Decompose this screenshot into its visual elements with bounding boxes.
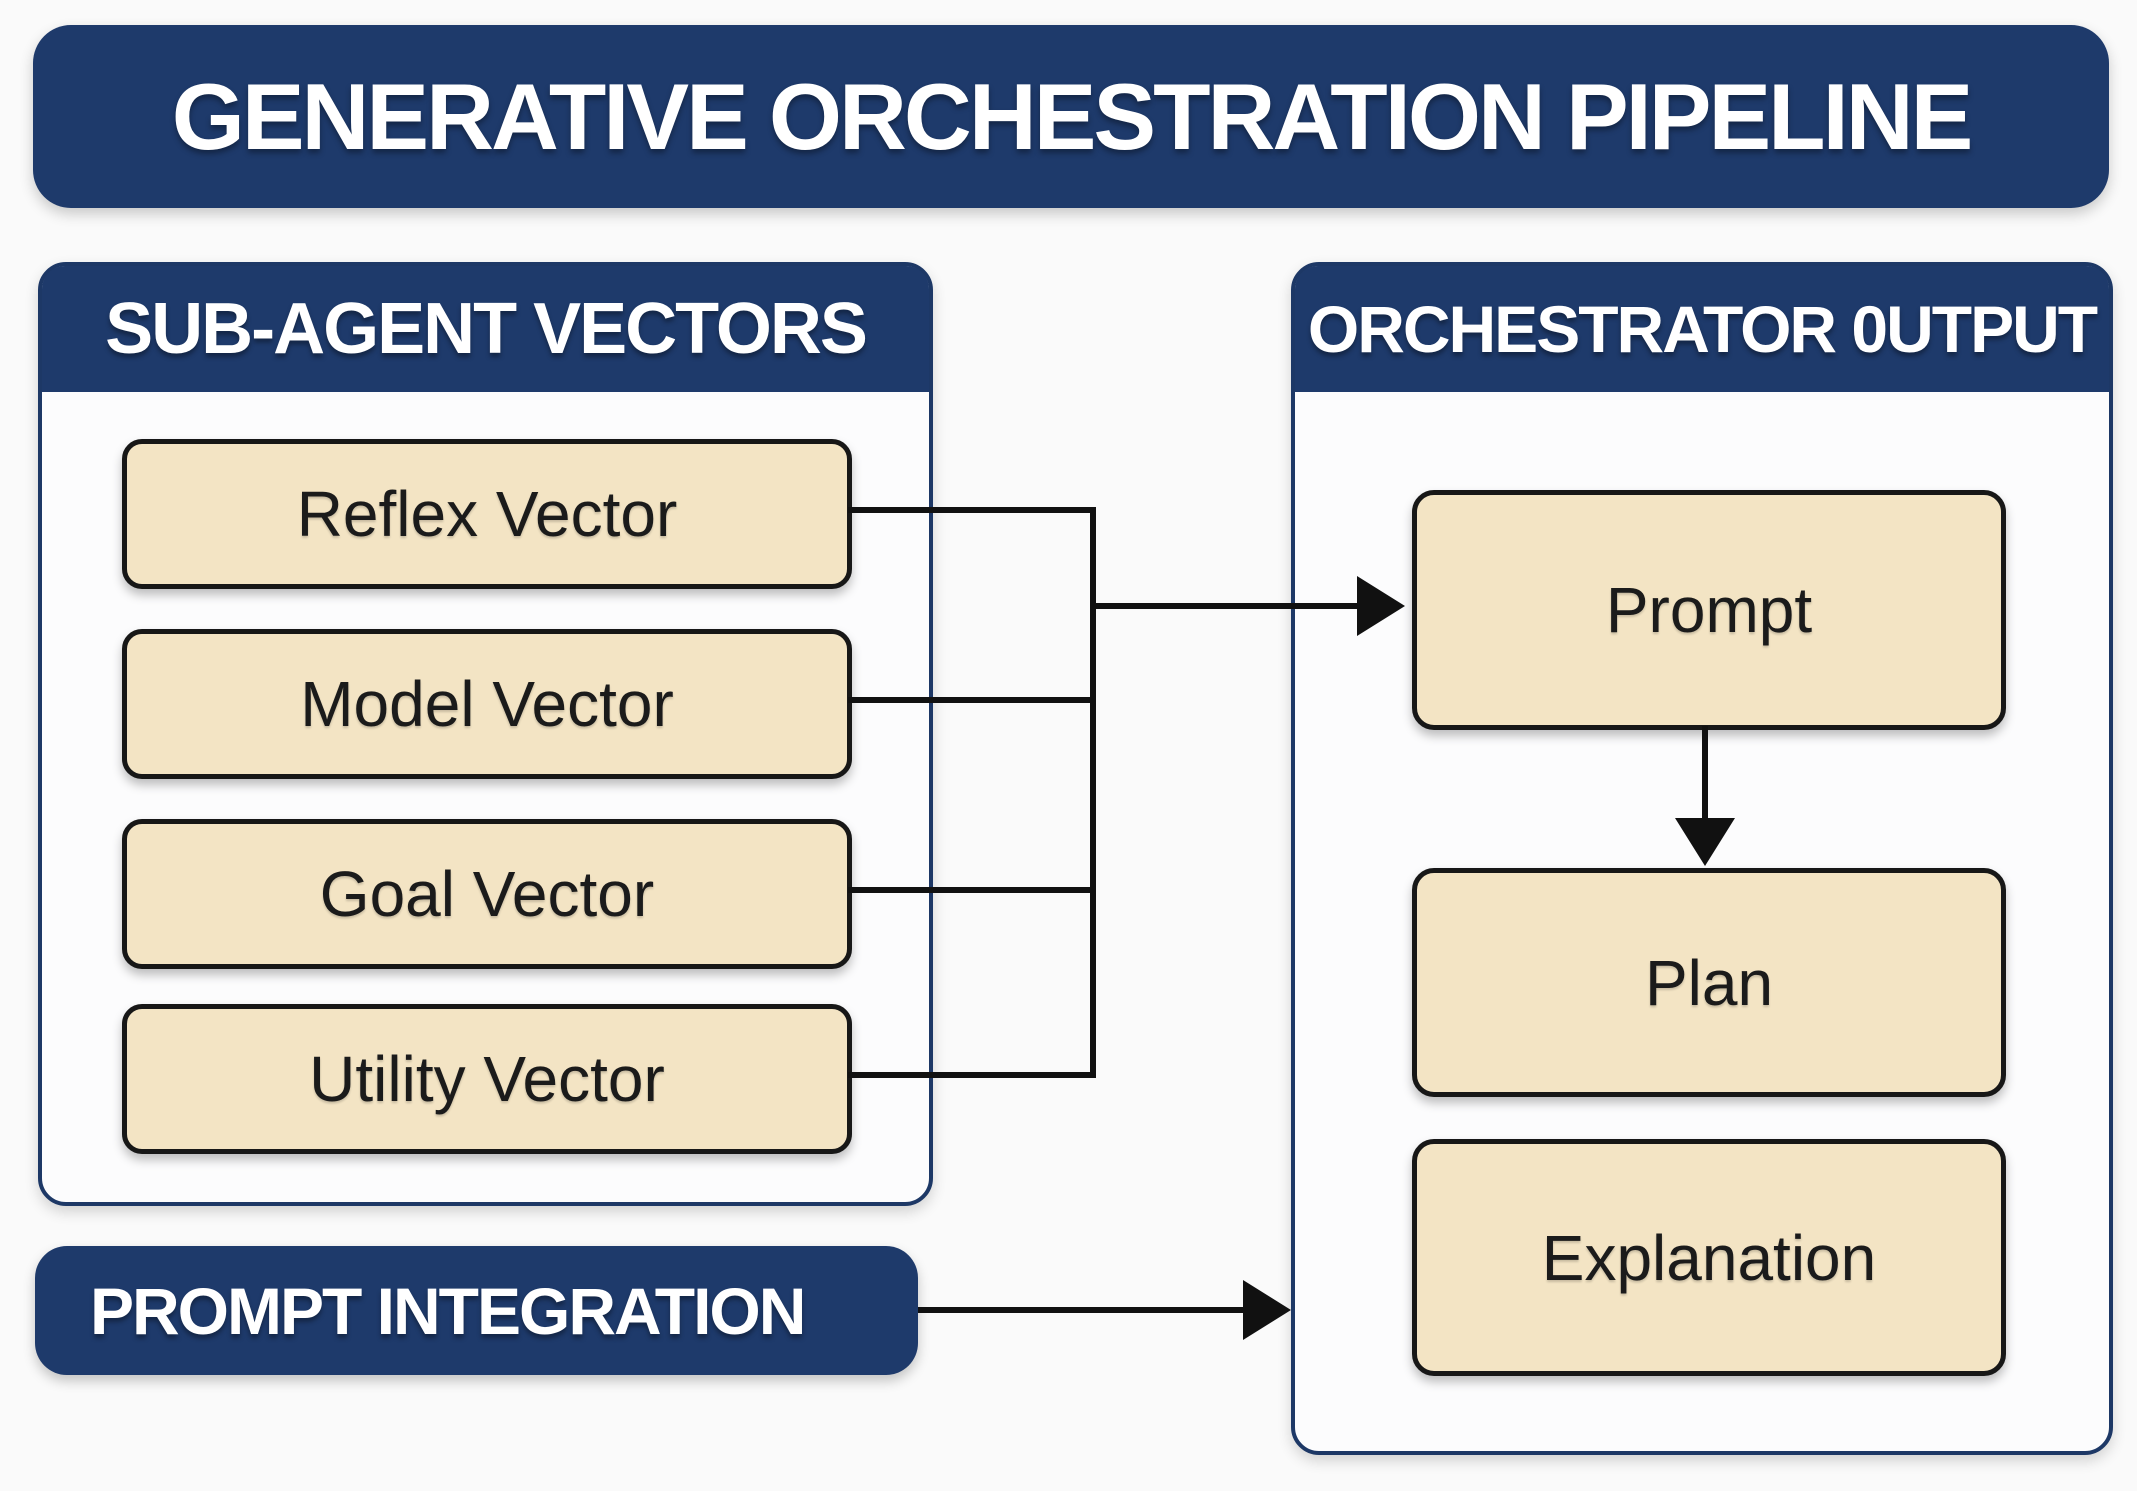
connector-model-to-bus xyxy=(848,697,1093,703)
arrowhead-right-icon xyxy=(1243,1280,1291,1340)
node-explanation: Explanation xyxy=(1412,1139,2006,1376)
node-plan: Plan xyxy=(1412,868,2006,1097)
prompt-integration-bar: PROMPT INTEGRATION xyxy=(35,1246,918,1375)
node-model-vector-label: Model Vector xyxy=(300,668,674,740)
node-model-vector: Model Vector xyxy=(122,629,852,779)
node-goal-vector: Goal Vector xyxy=(122,819,852,969)
bus-line xyxy=(1090,507,1096,1078)
connector-reflex-to-bus xyxy=(848,507,1093,513)
node-explanation-label: Explanation xyxy=(1541,1221,1877,1294)
connector-utility-to-bus xyxy=(848,1072,1093,1078)
page-title: GENERATIVE ORCHESTRATION PIPELINE xyxy=(171,63,1974,169)
prompt-integration-label: PROMPT INTEGRATION xyxy=(90,1273,806,1348)
connector-bus-to-prompt xyxy=(1093,603,1357,609)
connector-prompt-to-plan xyxy=(1702,726,1708,818)
sub-agent-vectors-header-label: SUB-AGENT VECTORS xyxy=(105,289,868,369)
connector-goal-to-bus xyxy=(848,887,1093,893)
node-reflex-vector: Reflex Vector xyxy=(122,439,852,589)
title-bar: GENERATIVE ORCHESTRATION PIPELINE xyxy=(33,25,2109,208)
arrowhead-right-icon xyxy=(1357,576,1405,636)
orchestrator-output-header-label: ORCHESTRATOR 0UTPUT xyxy=(1307,292,2098,366)
connector-integration-to-panel xyxy=(918,1307,1243,1313)
arrowhead-down-icon xyxy=(1675,818,1735,866)
orchestrator-output-panel: ORCHESTRATOR 0UTPUT Prompt Plan Explanat… xyxy=(1291,262,2113,1455)
node-utility-vector: Utility Vector xyxy=(122,1004,852,1154)
orchestrator-output-header: ORCHESTRATOR 0UTPUT xyxy=(1295,266,2109,392)
node-utility-vector-label: Utility Vector xyxy=(309,1043,665,1115)
node-reflex-vector-label: Reflex Vector xyxy=(296,478,678,550)
node-prompt: Prompt xyxy=(1412,490,2006,730)
node-plan-label: Plan xyxy=(1644,946,1774,1019)
node-prompt-label: Prompt xyxy=(1605,574,1813,646)
sub-agent-vectors-panel: SUB-AGENT VECTORS Reflex Vector Model Ve… xyxy=(38,262,933,1206)
sub-agent-vectors-header: SUB-AGENT VECTORS xyxy=(42,266,929,392)
node-goal-vector-label: Goal Vector xyxy=(319,858,655,930)
